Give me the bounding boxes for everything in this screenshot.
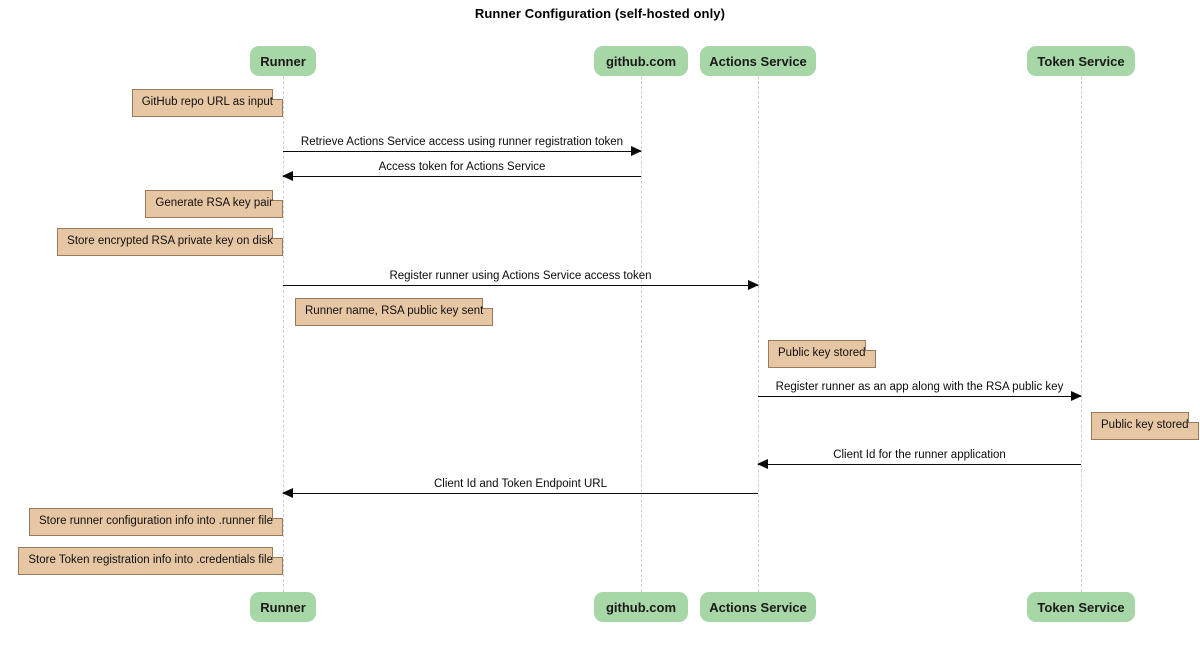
arrow-left-icon: [282, 487, 293, 498]
arrow-left-icon: [757, 458, 768, 469]
note-n3: Store encrypted RSA private key on disk: [57, 228, 283, 256]
note-text: Store runner configuration info into .ru…: [39, 515, 273, 528]
participant-actions-bottom[interactable]: Actions Service: [700, 592, 816, 622]
note-n7: Store runner configuration info into .ru…: [29, 508, 283, 536]
participant-label: Runner: [260, 53, 306, 69]
note-text: Generate RSA key pair: [155, 197, 273, 210]
participant-label: Token Service: [1037, 53, 1125, 69]
lifeline-actions: [758, 76, 759, 592]
lifeline-github: [641, 76, 642, 592]
note-text: Runner name, RSA public key sent: [305, 305, 484, 318]
message-m4: Register runner as an app along with the…: [758, 381, 1082, 401]
message-label: Client Id for the runner application: [833, 449, 1006, 461]
participant-label: Actions Service: [709, 53, 807, 69]
arrow-left-icon: [282, 170, 293, 181]
message-m6: Client Id and Token Endpoint URL: [282, 478, 758, 498]
message-line: [283, 176, 641, 177]
message-line: [283, 285, 758, 286]
message-m5: Client Id for the runner application: [757, 449, 1081, 469]
arrow-right-icon: [1071, 390, 1082, 401]
note-n8: Store Token registration info into .cred…: [18, 547, 283, 575]
participant-label: Runner: [260, 599, 306, 615]
message-line: [283, 151, 641, 152]
note-text: Public key stored: [1101, 419, 1189, 432]
note-text: Store encrypted RSA private key on disk: [67, 235, 273, 248]
participant-github-top[interactable]: github.com: [594, 46, 688, 76]
message-label: Access token for Actions Service: [378, 161, 546, 173]
note-text: Store Token registration info into .cred…: [28, 554, 273, 567]
note-n1: GitHub repo URL as input: [131, 89, 284, 117]
participant-label: github.com: [605, 599, 677, 615]
page-title: Runner Configuration (self-hosted only): [474, 6, 726, 21]
participant-runner-top[interactable]: Runner: [250, 46, 316, 76]
message-label: Register runner using Actions Service ac…: [389, 270, 652, 282]
message-label: Register runner as an app along with the…: [775, 381, 1064, 393]
lifeline-token: [1081, 76, 1082, 592]
participant-label: Token Service: [1037, 599, 1125, 615]
message-m3: Register runner using Actions Service ac…: [283, 270, 759, 290]
note-n6: Public key stored: [1091, 412, 1199, 440]
participant-token-bottom[interactable]: Token Service: [1027, 592, 1135, 622]
message-m1: Retrieve Actions Service access using ru…: [283, 136, 642, 156]
note-text: GitHub repo URL as input: [141, 96, 273, 109]
participant-runner-bottom[interactable]: Runner: [250, 592, 316, 622]
participant-token-top[interactable]: Token Service: [1027, 46, 1135, 76]
participant-label: github.com: [605, 53, 677, 69]
participant-label: Actions Service: [709, 599, 807, 615]
note-n2: Generate RSA key pair: [145, 190, 283, 218]
arrow-right-icon: [748, 279, 759, 290]
message-line: [758, 396, 1081, 397]
note-n5: Public key stored: [768, 340, 876, 368]
participant-github-bottom[interactable]: github.com: [594, 592, 688, 622]
message-line: [758, 464, 1081, 465]
participant-actions-top[interactable]: Actions Service: [700, 46, 816, 76]
note-text: Public key stored: [778, 347, 866, 360]
message-label: Client Id and Token Endpoint URL: [433, 478, 608, 490]
message-m2: Access token for Actions Service: [282, 161, 641, 181]
note-n4: Runner name, RSA public key sent: [295, 298, 494, 326]
lifeline-runner: [283, 76, 284, 592]
message-line: [283, 493, 758, 494]
arrow-right-icon: [631, 145, 642, 156]
message-label: Retrieve Actions Service access using ru…: [300, 136, 624, 148]
